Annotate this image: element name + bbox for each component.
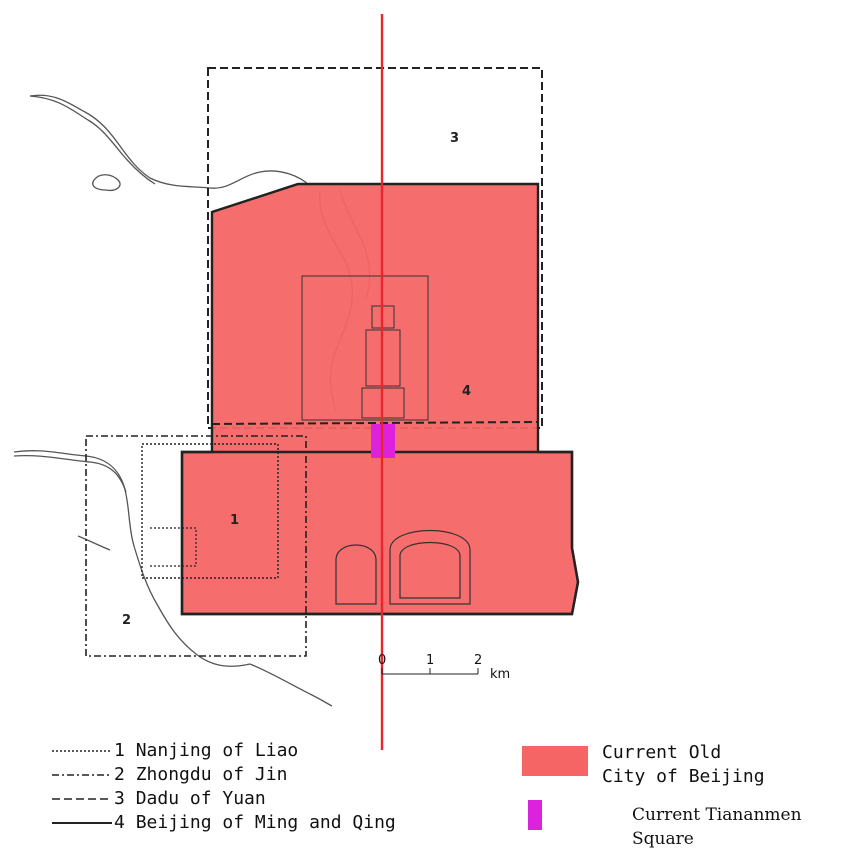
river-southwest [249,663,333,707]
legend-tiananmen-line2: Square [632,829,694,849]
boundary-dadu-of-yuan [207,67,543,429]
label-3: 3 [450,131,459,146]
scale-label-unit: km [490,667,510,682]
legend-item-4-label: Beijing of Ming and Qing [135,812,396,833]
temple-west [335,544,377,605]
legend-item-3: 3 Dadu of Yuan [114,788,266,810]
current-old-city-outer [180,450,580,616]
scale-label-1: 1 [426,653,434,668]
legend-swatch-tiananmen [528,800,542,830]
lake-small [92,174,121,192]
legend-item-4-num: 4 [114,812,125,833]
legend-swatch-old-city [522,746,588,776]
legend-old-city-line1: Current Old [602,742,722,763]
legend-tiananmen-line1: Current Tiananmen [632,805,802,825]
imperial-city-outline [301,275,429,421]
boundary-nanjing-inner [150,527,197,567]
river-northwest [29,94,311,189]
boundary-dadu-south-wall [211,421,539,425]
palace-north [371,305,395,329]
scale-label-2: 2 [474,653,482,668]
river-southwest-branch [77,535,111,551]
temple-east-inner [399,541,461,599]
legend-line-samples [52,750,112,824]
scale-label-0: 0 [378,653,386,668]
legend-old-city-line2: City of Beijing [602,766,765,787]
river-west-inner [13,454,127,493]
legend-item-2: 2 Zhongdu of Jin [114,764,287,786]
boundary-beijing-ming-qing [180,182,580,616]
legend-item-1: 1 Nanjing of Liao [114,740,298,762]
scale-bar [381,668,479,675]
current-old-city-inner [211,183,539,453]
legend-item-3-num: 3 [114,788,125,809]
boundary-nanjing-of-liao [141,443,279,579]
temple-east-outer [389,529,471,605]
legend-item-4: 4 Beijing of Ming and Qing [114,812,396,834]
label-1: 1 [230,513,239,528]
legend-item-1-num: 1 [114,740,125,761]
label-2: 2 [122,613,131,628]
legend-item-2-label: Zhongdu of Jin [135,764,288,785]
palace-gate [361,387,405,419]
label-4: 4 [462,384,471,399]
boundary-zhongdu-of-jin [85,435,307,657]
legend-item-3-label: Dadu of Yuan [135,788,266,809]
legend-item-1-label: Nanjing of Liao [135,740,299,761]
forbidden-city [365,329,401,387]
river-northwest-inner [29,95,156,185]
legend-item-2-num: 2 [114,764,125,785]
